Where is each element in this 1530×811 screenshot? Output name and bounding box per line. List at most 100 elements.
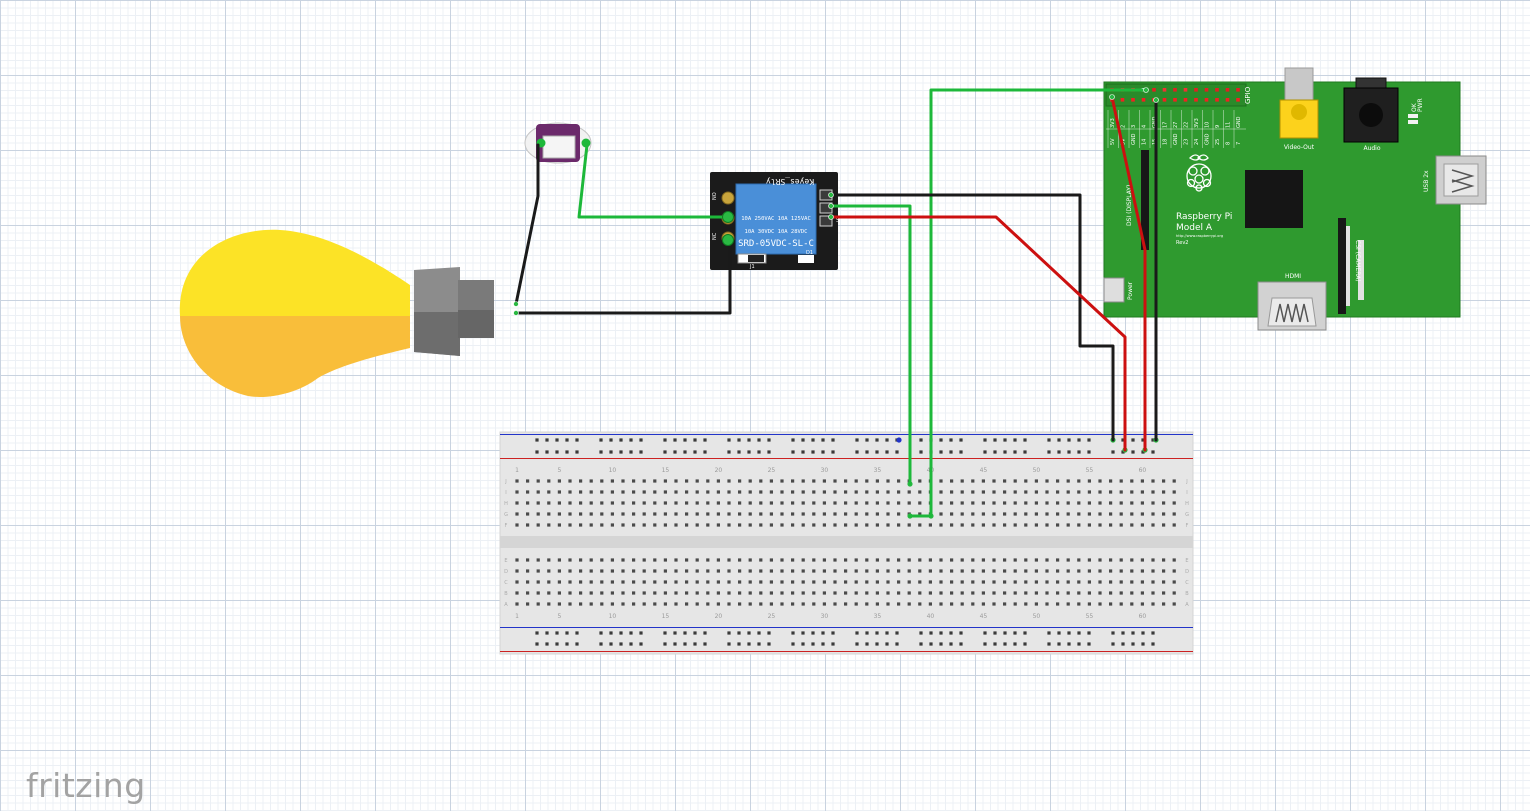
raspberry-pi-logo (1186, 154, 1212, 192)
wire-bulb-to-relay[interactable] (514, 238, 732, 315)
row-letter: G (504, 512, 508, 518)
column-number: 10 (609, 467, 617, 474)
column-number: 35 (874, 467, 882, 474)
wire-pi-5v[interactable] (1110, 95, 1147, 452)
lamp-connector[interactable] (524, 122, 592, 164)
column-number: 15 (662, 467, 670, 474)
breadboard-column-numbers: 1155101015152020252530303535404045455050… (515, 467, 1146, 620)
pi-rev: Rev2 (1176, 240, 1188, 246)
column-number: 55 (1086, 613, 1094, 620)
csi-label: CSI (CAMERA) (1354, 240, 1361, 282)
gpio-pin-label: 18 (1163, 139, 1169, 145)
ok-led-label: OK (1411, 102, 1418, 112)
wires[interactable] (514, 88, 1158, 518)
gpio-pin-label: 4 (1142, 125, 1148, 128)
gpio-pin-label: 25 (1215, 139, 1221, 145)
gpio-pin-label: 8 (1226, 142, 1232, 145)
column-number: 40 (927, 613, 935, 620)
relay-model: SRD-05VDC-SL-C (738, 239, 814, 249)
row-letter: A (504, 602, 508, 608)
audio-label: Audio (1363, 145, 1380, 152)
gpio-pin-label: 3V3 (1194, 118, 1200, 128)
column-number: 45 (980, 467, 988, 474)
relay-label-j1: J1 (749, 264, 755, 270)
column-number: 25 (768, 467, 776, 474)
row-letter: A (1185, 602, 1189, 608)
gpio-pin-label: 3V3 (1110, 118, 1116, 128)
column-number: 30 (821, 613, 829, 620)
row-letter: D (504, 569, 508, 575)
column-number: 45 (980, 613, 988, 620)
wire-gpio-to-breadboard[interactable] (908, 88, 1148, 518)
pi-url: http://www.raspberrypi.org (1176, 234, 1223, 238)
relay-rating-2: 10A 30VDC 10A 28VDC (745, 229, 808, 235)
column-number: 5 (557, 467, 561, 474)
dsi-label: DSI (DISPLAY) (1126, 185, 1133, 226)
breadboard[interactable]: 1155101015152020252530303535404045455050… (499, 431, 1194, 655)
relay-label-d1: D1 (806, 250, 813, 256)
row-letter: I (1186, 490, 1187, 496)
column-number: 35 (874, 613, 882, 620)
wire-bulb-to-socket[interactable] (514, 143, 540, 306)
hdmi-label: HDMI (1285, 273, 1301, 280)
relay-pin-nc: NC (712, 232, 718, 240)
gpio-pin-label: 5V (1110, 138, 1116, 145)
light-bulb[interactable] (179, 229, 494, 398)
gpio-pin-label: 11 (1226, 122, 1232, 128)
gpio-pin-label: 17 (1163, 122, 1169, 128)
gpio-pin-label: GND (1236, 116, 1242, 128)
column-number: 30 (821, 467, 829, 474)
usb-label: USB 2x (1423, 170, 1430, 192)
row-letter: F (1186, 523, 1189, 529)
gpio-label: GPIO (1244, 86, 1252, 104)
column-number: 50 (1033, 613, 1041, 620)
row-letter: J (504, 479, 506, 485)
gpio-pin-label: 10 (1205, 122, 1211, 128)
relay-module[interactable]: Keyes_SRly 10A 250VAC 10A 125VAC 10A 30V… (710, 172, 840, 270)
row-letter: J (1185, 479, 1187, 485)
wire-relay-power[interactable] (829, 215, 1127, 452)
column-number: 10 (609, 613, 617, 620)
column-number: 20 (715, 467, 723, 474)
wire-socket-to-relay[interactable] (577, 143, 730, 219)
row-letter: H (504, 501, 508, 507)
gpio-pin-label: 22 (1184, 122, 1190, 128)
gpio-pin-label: 2 (1121, 125, 1127, 128)
gpio-pin-label: GND (1173, 133, 1179, 145)
wire-endpoints (513, 87, 1159, 316)
gpio-pin-label: GND (1205, 133, 1211, 145)
relay-rating-1: 10A 250VAC 10A 125VAC (741, 216, 811, 222)
column-number: 1 (515, 613, 519, 620)
column-number: 60 (1139, 467, 1147, 474)
relay-pin-s: S (836, 217, 840, 224)
gpio-pin-label: 27 (1173, 122, 1179, 128)
column-number: 60 (1139, 613, 1147, 620)
column-number: 25 (768, 613, 776, 620)
row-letter: B (1185, 591, 1189, 597)
power-label: Power (1127, 281, 1134, 300)
breadboard-holes (515, 437, 1176, 646)
row-letter: D (1185, 569, 1189, 575)
row-letter: C (1185, 580, 1189, 586)
fritzing-logo: fritzing (26, 766, 146, 805)
relay-pin-no: NO (712, 192, 718, 200)
video-out-label: Video-Out (1284, 144, 1315, 151)
column-number: 15 (662, 613, 670, 620)
raspberry-pi-board[interactable]: 3V35V25V3GND414GND15171827GND22233V32410… (1103, 67, 1487, 331)
gpio-pin-label: 9 (1215, 125, 1221, 128)
gpio-pin-label: GND (1131, 133, 1137, 145)
column-number: 5 (557, 613, 561, 620)
column-number: 50 (1033, 467, 1041, 474)
row-letter: G (1185, 512, 1189, 518)
wire-relay-signal[interactable] (829, 204, 912, 486)
row-letter: E (1185, 558, 1188, 564)
row-letter: E (504, 558, 507, 564)
pi-model: Model A (1176, 223, 1213, 233)
wire-relay-ground[interactable] (829, 193, 1115, 442)
column-number: 1 (515, 467, 519, 474)
row-letter: H (1185, 501, 1189, 507)
row-letter: F (505, 523, 508, 529)
gpio-pin-label: 14 (1142, 139, 1148, 145)
